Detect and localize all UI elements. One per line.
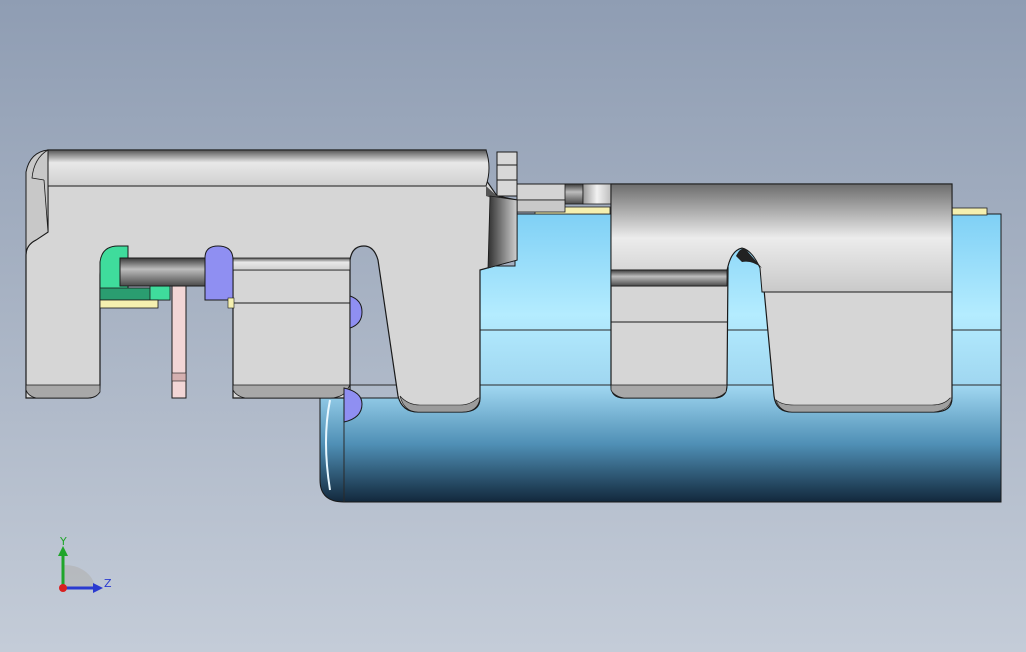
x-axis-point (59, 584, 67, 592)
right-clamp-block[interactable] (610, 183, 953, 413)
violet-clip-lower[interactable] (343, 387, 363, 423)
coordinate-triad[interactable]: Y Z (58, 535, 112, 593)
y-axis-label: Y (59, 535, 67, 548)
connector-stub[interactable] (496, 151, 613, 213)
y-axis-arrowhead (58, 546, 68, 556)
pink-pin[interactable] (171, 285, 187, 399)
violet-latch[interactable] (204, 245, 235, 309)
left-clamp-body[interactable] (25, 149, 518, 413)
violet-clip-upper[interactable] (349, 295, 363, 329)
z-axis-arrowhead (93, 583, 103, 593)
z-axis-label: Z (104, 577, 112, 590)
horizontal-rod[interactable] (119, 257, 206, 287)
cream-strip-right (951, 207, 988, 216)
